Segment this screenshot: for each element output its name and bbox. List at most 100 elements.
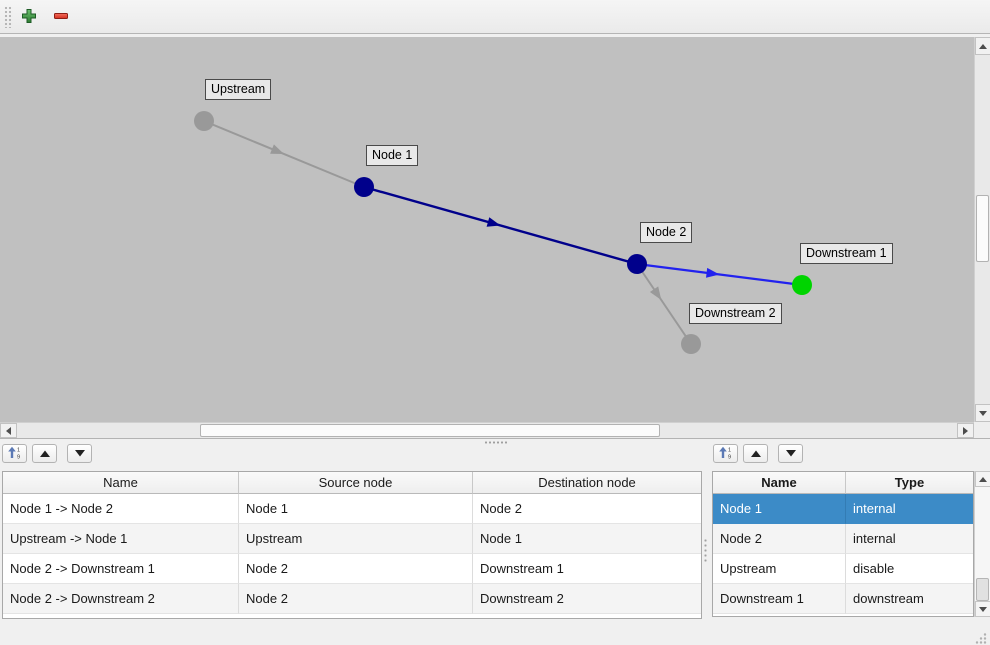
scroll-down-button[interactable]	[975, 601, 990, 617]
arrow-up-icon	[979, 43, 987, 49]
table-cell: disable	[846, 554, 973, 584]
table-cell: Downstream 1	[713, 584, 846, 614]
node-label[interactable]: Downstream 1	[800, 243, 893, 264]
link-move-up-button[interactable]	[32, 444, 57, 463]
graph-drawing	[194, 111, 812, 354]
arrow-down-icon	[979, 606, 987, 612]
column-header-name[interactable]: Name	[713, 472, 846, 494]
node-move-up-button[interactable]	[743, 444, 768, 463]
svg-text:9: 9	[17, 454, 20, 459]
graph-node[interactable]	[194, 111, 214, 131]
scroll-up-button[interactable]	[975, 37, 990, 55]
table-cell: Node 2	[239, 584, 473, 614]
scroll-down-button[interactable]	[975, 404, 990, 422]
status-bar	[0, 630, 990, 645]
toolbar-drag-handle[interactable]	[4, 6, 13, 28]
nodes-table-header: Name Type	[713, 472, 973, 494]
node-move-down-button[interactable]	[778, 444, 803, 463]
node-label[interactable]: Upstream	[205, 79, 272, 100]
svg-text:1: 1	[728, 447, 731, 453]
arrow-left-icon	[6, 426, 11, 435]
sort-ascending-icon: 1 9	[7, 446, 22, 462]
table-cell: Node 1 -> Node 2	[3, 494, 239, 524]
table-cell: Upstream -> Node 1	[3, 524, 239, 554]
table-cell: Downstream 2	[473, 584, 701, 614]
graph-node[interactable]	[681, 334, 701, 354]
horizontal-splitter[interactable]	[0, 438, 990, 444]
column-header-type[interactable]: Type	[846, 472, 973, 494]
column-header-source-node[interactable]: Source node	[239, 472, 473, 494]
link-sort-button[interactable]: 1 9	[2, 444, 27, 463]
table-cell: Upstream	[713, 554, 846, 584]
horizontal-scrollbar-thumb[interactable]	[200, 424, 660, 437]
scroll-left-button[interactable]	[0, 423, 17, 438]
table-cell: Node 2 -> Downstream 1	[3, 554, 239, 584]
table-cell: Node 2	[713, 524, 846, 554]
edge-arrowhead-icon	[270, 144, 284, 154]
column-header-destination-node[interactable]: Destination node	[473, 472, 701, 494]
table-cell: Upstream	[239, 524, 473, 554]
table-cell: Node 2	[473, 494, 701, 524]
table-cell: downstream	[846, 584, 973, 614]
arrow-down-icon	[979, 410, 987, 416]
canvas-vertical-scrollbar[interactable]	[974, 37, 990, 422]
remove-button[interactable]	[48, 4, 74, 30]
add-button[interactable]	[16, 4, 42, 30]
vertical-scrollbar-thumb[interactable]	[976, 578, 989, 601]
splitter-grip-icon	[484, 441, 508, 444]
scrollbar-corner	[974, 422, 990, 438]
resize-grip-icon[interactable]	[975, 632, 987, 645]
graph-edge[interactable]	[636, 263, 692, 345]
link-move-down-button[interactable]	[67, 444, 92, 463]
graph-node[interactable]	[792, 275, 812, 295]
table-cell: Node 1	[239, 494, 473, 524]
vertical-scrollbar-thumb[interactable]	[976, 195, 989, 262]
links-table: Name Source node Destination node Node 1…	[2, 471, 702, 619]
add-icon	[21, 8, 37, 27]
edge-arrowhead-icon	[649, 286, 662, 300]
main-toolbar	[0, 0, 990, 34]
canvas-horizontal-scrollbar[interactable]	[0, 422, 974, 438]
nodes-table-scrollbar[interactable]	[974, 471, 990, 617]
node-label[interactable]: Node 1	[366, 145, 419, 166]
table-cell: internal	[846, 524, 973, 554]
table-cell: Node 1	[713, 494, 846, 524]
table-cell: internal	[846, 494, 973, 524]
remove-icon	[53, 8, 69, 27]
sort-ascending-icon: 1 9	[718, 446, 733, 462]
scroll-up-button[interactable]	[975, 471, 990, 487]
links-table-header: Name Source node Destination node	[3, 472, 701, 494]
graph-node[interactable]	[627, 254, 647, 274]
svg-text:1: 1	[17, 447, 20, 453]
table-cell: Downstream 1	[473, 554, 701, 584]
scroll-right-button[interactable]	[957, 423, 974, 438]
vertical-splitter[interactable]	[704, 538, 707, 564]
move-up-icon	[39, 446, 51, 461]
move-down-icon	[74, 446, 86, 461]
arrow-up-icon	[979, 476, 987, 482]
arrow-right-icon	[963, 426, 968, 435]
table-cell: Node 2 -> Downstream 2	[3, 584, 239, 614]
svg-text:9: 9	[728, 454, 731, 459]
node-sort-button[interactable]: 1 9	[713, 444, 738, 463]
edge-arrowhead-icon	[706, 267, 720, 278]
column-header-name[interactable]: Name	[3, 472, 239, 494]
graph-node[interactable]	[354, 177, 374, 197]
node-label[interactable]: Downstream 2	[689, 303, 782, 324]
table-cell: Node 2	[239, 554, 473, 584]
node-label[interactable]: Node 2	[640, 222, 693, 243]
table-cell: Node 1	[473, 524, 701, 554]
